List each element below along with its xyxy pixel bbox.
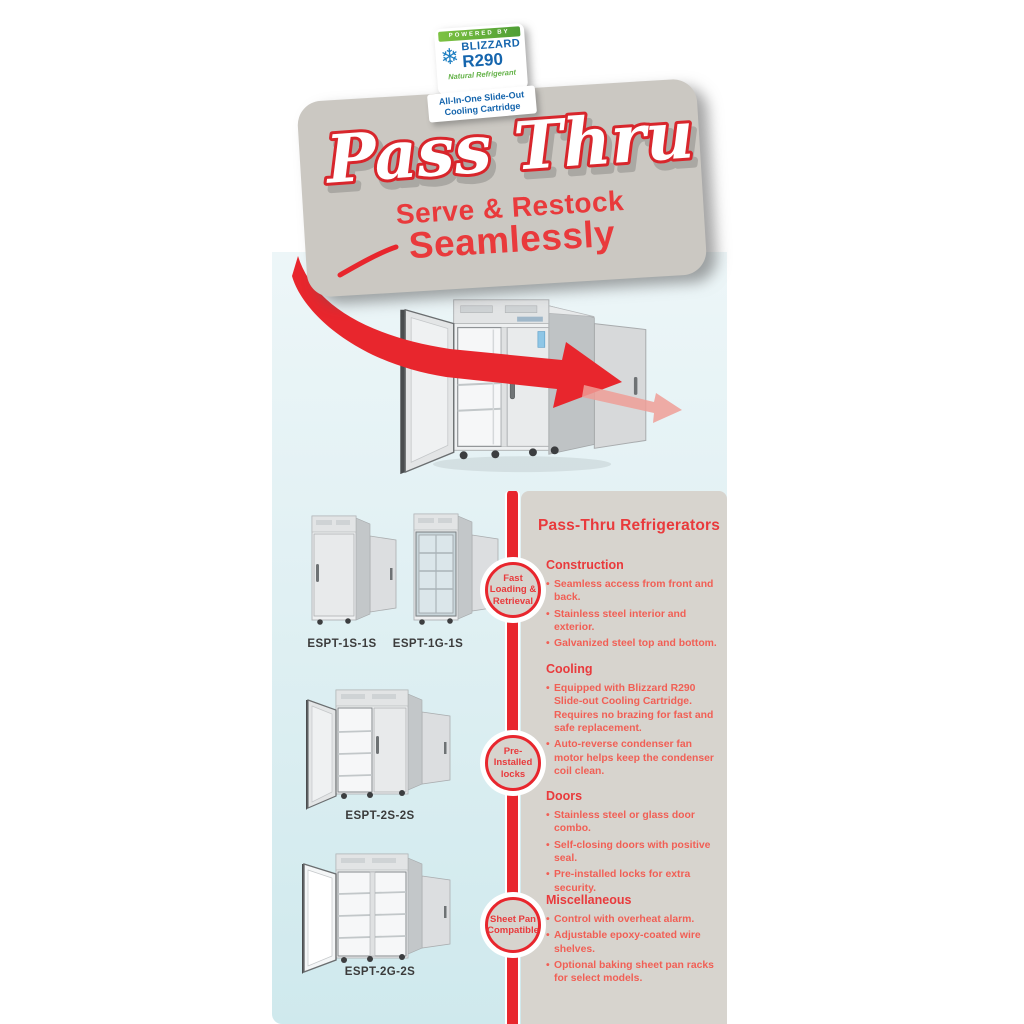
fridge-espt-2g-2s bbox=[302, 853, 451, 974]
fridge-espt-1g-1s bbox=[413, 513, 499, 625]
section-title: Cooling bbox=[546, 662, 593, 676]
section-bullets: Equipped with Blizzard R290 Slide-out Co… bbox=[546, 682, 722, 778]
bullet-item: Seamless access from front and back. bbox=[546, 578, 722, 605]
bullet-item: Stainless steel or glass door combo. bbox=[546, 809, 722, 836]
product-label-espt-2g-2s: ESPT-2G-2S bbox=[344, 966, 416, 978]
bullet-item: Optional baking sheet pan racks for sele… bbox=[546, 959, 722, 986]
fridge-espt-1s-1s bbox=[311, 515, 397, 625]
badge-line: Sheet Pan bbox=[490, 913, 536, 925]
section-title: Doors bbox=[546, 789, 583, 803]
arrow-out bbox=[582, 385, 682, 423]
product-label-espt-1g-1s: ESPT-1G-1S bbox=[392, 638, 464, 650]
product-label-espt-1s-1s: ESPT-1S-1S bbox=[307, 638, 377, 650]
badge-line: Pre- bbox=[503, 746, 523, 758]
snowflake-icon: ❄ bbox=[439, 43, 460, 70]
product-label-espt-2s-2s: ESPT-2S-2S bbox=[345, 810, 415, 822]
arrow-in bbox=[292, 256, 622, 408]
badge-line: Compatible bbox=[487, 925, 539, 936]
info-section-miscellaneous: MiscellaneousControl with overheat alarm… bbox=[546, 893, 722, 989]
badge-line: Fast bbox=[503, 573, 523, 585]
section-title: Construction bbox=[546, 558, 624, 572]
bullet-item: Auto-reverse condenser fan motor helps k… bbox=[546, 738, 722, 778]
underline-swoosh bbox=[337, 244, 399, 278]
powered-by-badge: POWERED BY ❄ BLIZZARD R290 Natural Refri… bbox=[433, 22, 529, 96]
badge-line: Retrieval bbox=[492, 595, 534, 607]
bullet-item: Stainless steel interior and exterior. bbox=[546, 608, 722, 635]
bullet-item: Control with overheat alarm. bbox=[546, 913, 722, 927]
info-section-doors: DoorsStainless steel or glass door combo… bbox=[546, 789, 722, 898]
section-bullets: Seamless access from front and back. Stai… bbox=[546, 578, 722, 651]
bullet-item: Galvanized steel top and bottom. bbox=[546, 637, 722, 651]
bullet-item: Adjustable epoxy-coated wire shelves. bbox=[546, 929, 722, 956]
info-panel-heading: Pass-Thru Refrigerators bbox=[538, 517, 721, 534]
info-section-construction: ConstructionSeamless access from front a… bbox=[546, 558, 722, 654]
info-section-cooling: CoolingEquipped with Blizzard R290 Slide… bbox=[546, 662, 722, 781]
fridge-espt-2s-2s bbox=[306, 689, 451, 810]
section-bullets: Control with overheat alarm. Adjustable e… bbox=[546, 913, 722, 986]
badge-line: Installed bbox=[493, 757, 533, 769]
bullet-item: Equipped with Blizzard R290 Slide-out Co… bbox=[546, 682, 722, 735]
badge-line: locks bbox=[500, 768, 526, 780]
section-bullets: Stainless steel or glass door combo. Self… bbox=[546, 809, 722, 895]
badge-line: Loading & bbox=[489, 584, 537, 596]
bullet-item: Self-closing doors with positive seal. bbox=[546, 839, 722, 866]
bullet-item: Pre-installed locks for extra security. bbox=[546, 868, 722, 895]
section-title: Miscellaneous bbox=[546, 893, 632, 907]
passthru-arrow bbox=[292, 256, 682, 423]
